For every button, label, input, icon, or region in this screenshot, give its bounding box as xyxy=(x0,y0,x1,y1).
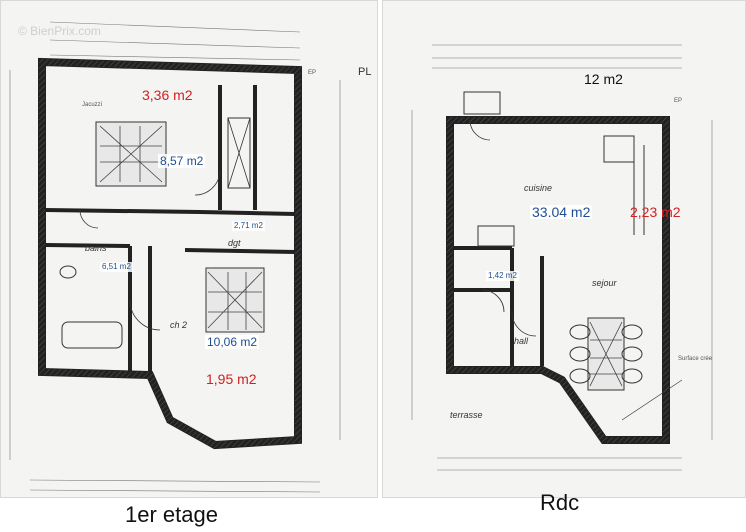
closet-cross xyxy=(227,117,251,189)
area-label-bedroom-2: 10,06 m2 xyxy=(205,335,260,349)
staircase xyxy=(603,135,645,235)
room-label-cuisine: cuisine xyxy=(524,183,553,193)
room-label-jacuzzi: Jacuzzi xyxy=(82,102,103,108)
area-label-living: 33.04 m2 xyxy=(530,204,593,220)
caption-upper-floor: 1er etage xyxy=(125,502,218,527)
sink xyxy=(59,265,77,279)
room-label-pl: PL xyxy=(358,66,372,78)
side-dimension-lines xyxy=(411,110,713,440)
outer-walls xyxy=(38,57,302,450)
bed-upper xyxy=(95,121,167,187)
upper-floor-plan-drawing xyxy=(9,21,341,493)
area-label-top: 12 m2 xyxy=(584,71,623,87)
area-label-jacuzzi-bottom: 1,95 m2 xyxy=(206,371,257,387)
area-label-bathroom: 6,51 m2 xyxy=(100,262,133,272)
kitchen-counter xyxy=(477,225,515,247)
area-label-bedroom-1: 8,57 m2 xyxy=(158,154,206,168)
bed-lower xyxy=(205,267,265,333)
bathtub xyxy=(61,321,123,349)
bottom-dimension-lines xyxy=(437,457,682,471)
bottom-dimension-lines xyxy=(29,479,321,493)
room-label-bains: bains xyxy=(85,243,107,253)
room-label-dgt: dgt xyxy=(228,238,241,248)
room-label-ch2: ch 2 xyxy=(170,320,188,330)
room-label-surface-creee: Surface crée xyxy=(678,356,713,362)
upper-floor-plan-sheet: © BienPrix.com xyxy=(0,0,378,498)
area-label-jacuzzi-top: 3,36 m2 xyxy=(142,87,193,103)
area-label-wc: 1,42 m2 xyxy=(486,271,519,281)
door-swings xyxy=(79,169,221,331)
door-swings xyxy=(469,119,537,337)
top-dimension-lines xyxy=(49,21,301,61)
interior-walls xyxy=(44,85,296,372)
side-dimension-lines xyxy=(9,70,341,460)
outer-walls xyxy=(446,116,670,444)
terrace-leader-line xyxy=(621,379,683,421)
dining-table xyxy=(587,317,625,391)
top-dimension-lines xyxy=(432,44,682,69)
room-label-sejour: sejour xyxy=(592,278,617,288)
ground-floor-plan-sheet: 12 m2 33.04 m2 2,23 m2 1,42 m2 cuisine s… xyxy=(382,0,746,498)
watermark: © BienPrix.com xyxy=(18,24,101,38)
area-label-stairs: 2,23 m2 xyxy=(630,204,681,220)
area-label-hallway: 2,71 m2 xyxy=(232,221,265,231)
dining-chairs xyxy=(569,324,643,384)
ground-floor-plan-drawing xyxy=(411,44,713,471)
room-label-terrasse: terrasse xyxy=(450,410,483,420)
interior-walls xyxy=(454,246,544,366)
caption-ground-floor: Rdc xyxy=(540,490,580,515)
closet xyxy=(227,117,251,189)
entry-step xyxy=(463,91,501,115)
room-label-ep: EP xyxy=(674,98,683,104)
room-label-ep: EP xyxy=(308,70,317,76)
room-label-hall: hall xyxy=(514,336,529,346)
